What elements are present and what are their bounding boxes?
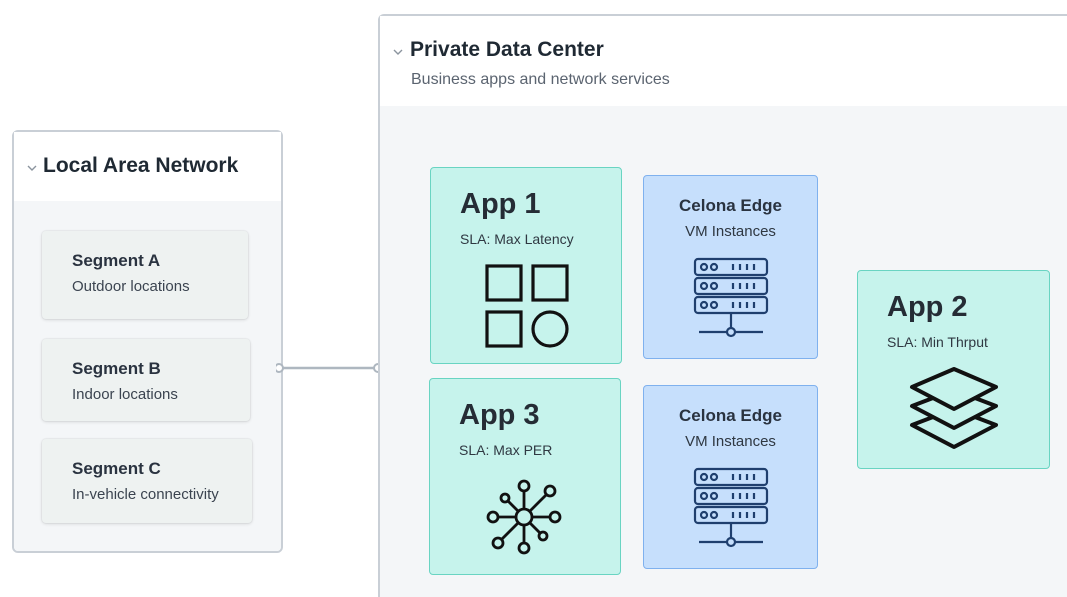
apps-grid-icon (485, 264, 569, 348)
celona-edge-card-1[interactable]: Celona Edge VM Instances (643, 175, 818, 359)
panel-connector (276, 363, 383, 373)
datacenter-panel-subtitle: Business apps and network services (411, 71, 670, 88)
app-sla: SLA: Max Latency (460, 231, 574, 247)
app-card-2[interactable]: App 2 SLA: Min Thrput (857, 270, 1050, 469)
app-card-3[interactable]: App 3 SLA: Max PER (429, 378, 621, 575)
segment-card-a[interactable]: Segment A Outdoor locations (42, 231, 248, 319)
segment-subtitle: Indoor locations (72, 386, 178, 403)
datacenter-panel-title: Private Data Center (410, 38, 604, 61)
app-sla: SLA: Max PER (459, 442, 553, 458)
chevron-down-icon[interactable] (26, 162, 38, 174)
connector-handle-left[interactable] (276, 363, 284, 373)
network-hub-icon (486, 479, 562, 555)
lan-panel-body: Segment A Outdoor locations Segment B In… (14, 201, 281, 551)
lan-panel-header[interactable]: Local Area Network (14, 132, 281, 201)
app-title: App 1 (460, 188, 541, 220)
app-title: App 3 (459, 399, 540, 431)
edge-subtitle: VM Instances (685, 223, 776, 240)
app-sla: SLA: Min Thrput (887, 334, 988, 350)
edge-subtitle: VM Instances (685, 433, 776, 450)
lan-panel: Local Area Network Segment A Outdoor loc… (12, 130, 283, 553)
server-rack-icon (693, 467, 769, 548)
segment-title: Segment A (72, 251, 161, 270)
chevron-down-icon[interactable] (392, 46, 404, 58)
segment-title: Segment B (72, 359, 161, 378)
datacenter-panel: Private Data Center Business apps and ne… (378, 14, 1067, 597)
celona-edge-card-2[interactable]: Celona Edge VM Instances (643, 385, 818, 569)
segment-subtitle: In-vehicle connectivity (72, 486, 219, 503)
datacenter-panel-body: App 1 SLA: Max Latency App 3 SLA: Max PE… (380, 106, 1067, 597)
segment-card-c[interactable]: Segment C In-vehicle connectivity (42, 439, 252, 523)
layers-icon (910, 367, 998, 449)
segment-title: Segment C (72, 459, 161, 478)
segment-subtitle: Outdoor locations (72, 278, 190, 295)
edge-title: Celona Edge (679, 196, 782, 215)
edge-title: Celona Edge (679, 406, 782, 425)
app-card-1[interactable]: App 1 SLA: Max Latency (430, 167, 622, 364)
segment-card-b[interactable]: Segment B Indoor locations (42, 339, 250, 421)
server-rack-icon (693, 257, 769, 338)
app-title: App 2 (887, 291, 968, 323)
datacenter-panel-header[interactable]: Private Data Center Business apps and ne… (380, 16, 1067, 106)
lan-panel-title: Local Area Network (43, 154, 239, 177)
